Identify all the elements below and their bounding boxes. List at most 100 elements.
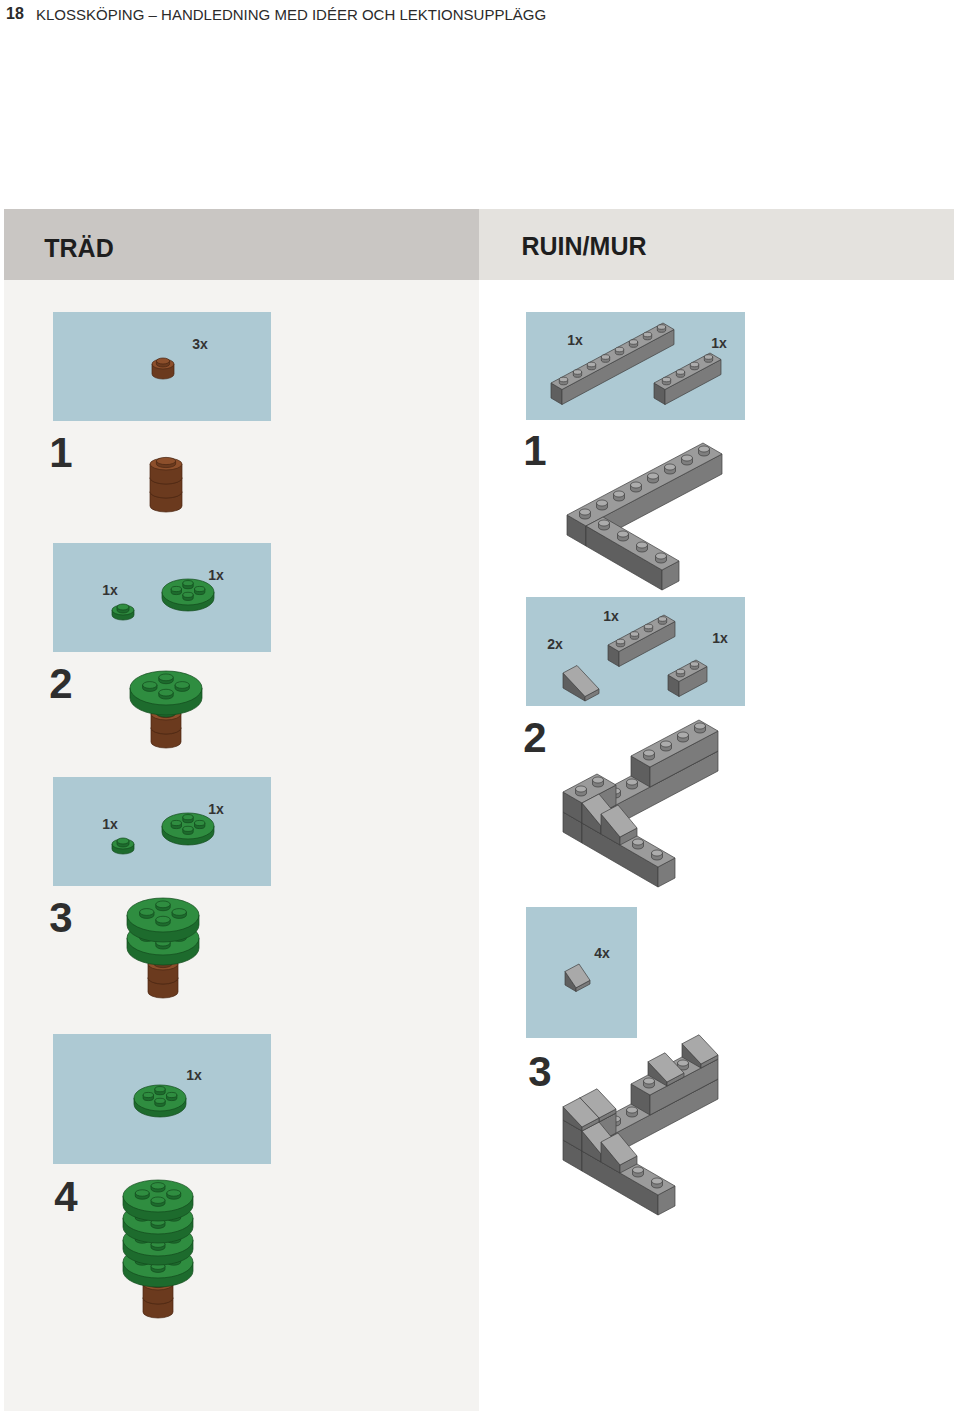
part-top xyxy=(629,340,637,345)
brick-face xyxy=(567,443,722,526)
part-top xyxy=(643,332,651,337)
part-top xyxy=(159,689,173,696)
step-number: 2 xyxy=(523,717,546,759)
part-top xyxy=(195,820,205,825)
part-top xyxy=(117,838,129,844)
brick-face xyxy=(562,330,674,405)
part-top xyxy=(576,786,587,792)
part-top xyxy=(183,581,193,586)
part-top xyxy=(658,617,666,622)
part-top xyxy=(676,669,684,674)
column-panel: TRÄD 3x 1x 1x 1x 1x 1x xyxy=(4,209,479,1411)
part-top xyxy=(627,1107,638,1113)
column-panel: RUIN/MUR1x1x2x1x1x4x xyxy=(479,209,954,1411)
part-top xyxy=(183,826,193,831)
part-top xyxy=(676,370,684,375)
quantity-label: 1x xyxy=(208,802,224,816)
part-top xyxy=(580,509,591,515)
callout-box xyxy=(53,543,271,652)
part-top xyxy=(112,605,134,615)
part-top xyxy=(123,1180,193,1212)
quantity-label: 1x xyxy=(102,583,118,597)
quantity-label: 1x xyxy=(208,568,224,582)
part-top xyxy=(593,777,604,783)
part-top xyxy=(155,1087,165,1092)
brick-face xyxy=(631,720,718,767)
part-top xyxy=(151,1197,165,1203)
part-top xyxy=(690,662,698,667)
callout-box: 4x xyxy=(526,907,637,1038)
brick-face xyxy=(682,1035,718,1064)
part-top xyxy=(633,1167,644,1173)
running-header: KLOSSKÖPING – HANDLEDNING MED IDÉER OCH … xyxy=(36,7,546,22)
callout-box xyxy=(526,907,637,1038)
part-top xyxy=(172,909,186,916)
part-top xyxy=(167,1092,177,1097)
part-top xyxy=(599,520,610,526)
part-top xyxy=(162,579,214,605)
brick-face xyxy=(601,805,637,837)
brick-face xyxy=(565,964,590,988)
part-top xyxy=(699,446,710,452)
step-number: 4 xyxy=(54,1176,77,1218)
brick-face xyxy=(601,1133,637,1165)
quantity-label: 1x xyxy=(567,333,583,347)
part-top xyxy=(127,898,199,932)
part-top xyxy=(134,1085,186,1111)
part-top xyxy=(665,464,676,470)
part-top xyxy=(183,592,193,597)
wall-model xyxy=(551,323,722,1215)
step-number: 3 xyxy=(528,1051,551,1093)
part-top xyxy=(130,671,202,705)
part-top xyxy=(559,377,567,382)
quantity-label: 4x xyxy=(594,946,610,960)
part-top xyxy=(633,839,644,845)
part-top xyxy=(135,1190,149,1196)
part-top xyxy=(150,458,182,470)
part-top xyxy=(156,457,175,464)
part-top xyxy=(140,909,154,916)
callout-box: 1x 1x xyxy=(526,312,745,420)
part-top xyxy=(656,553,667,559)
quantity-label: 2x xyxy=(547,637,563,651)
part-top xyxy=(678,1060,689,1066)
page-number: 18 xyxy=(6,6,24,22)
part-top xyxy=(156,916,170,923)
part-top xyxy=(690,362,698,367)
part-top xyxy=(112,839,134,849)
quantity-label: 1x xyxy=(603,609,619,623)
step-number: 2 xyxy=(49,663,72,705)
part-top xyxy=(657,325,665,330)
quantity-label: 1x xyxy=(102,817,118,831)
callout-box: 1x xyxy=(53,1034,271,1164)
part-top xyxy=(614,491,625,497)
part-top xyxy=(156,358,169,364)
part-top xyxy=(630,632,638,637)
part-top xyxy=(143,682,157,689)
part-top xyxy=(597,500,608,506)
callout-box: 3x xyxy=(53,312,271,421)
part-top xyxy=(618,531,629,537)
part-top xyxy=(648,473,659,479)
section-heading: TRÄD xyxy=(44,236,113,261)
tree-model xyxy=(112,358,214,1318)
callout-box: 1x 1x xyxy=(53,777,271,886)
callout-box xyxy=(53,777,271,886)
brick-face xyxy=(551,323,674,390)
brick-face xyxy=(648,1053,684,1082)
part-top xyxy=(662,377,670,382)
part-top xyxy=(167,1190,181,1196)
quantity-label: 1x xyxy=(712,631,728,645)
quantity-label: 1x xyxy=(711,336,727,350)
quantity-label: 1x xyxy=(186,1068,202,1082)
part-top xyxy=(616,639,624,644)
part-top xyxy=(175,682,189,689)
part-top xyxy=(162,813,214,839)
brick-face xyxy=(654,353,721,390)
brick-face xyxy=(563,1098,599,1127)
part-top xyxy=(661,741,672,747)
part-top xyxy=(159,674,173,681)
part-top xyxy=(573,370,581,375)
